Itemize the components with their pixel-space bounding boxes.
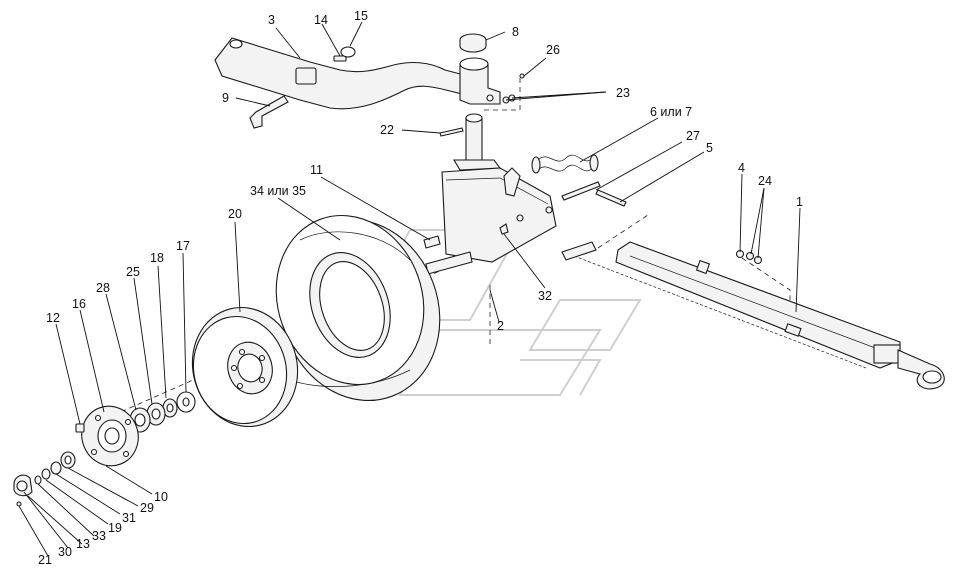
callout-28: 28 bbox=[96, 281, 110, 295]
wheel-rim-part bbox=[191, 306, 299, 428]
pin-part bbox=[249, 95, 289, 129]
upper-sleeve bbox=[459, 57, 501, 105]
callout-15: 15 bbox=[354, 9, 368, 23]
callout-23: 23 bbox=[616, 86, 630, 100]
callout-6-or-7: 6 или 7 bbox=[650, 105, 692, 119]
callout-19: 19 bbox=[108, 521, 122, 535]
callout-11: 11 bbox=[310, 163, 323, 177]
callout-33: 33 bbox=[92, 529, 106, 543]
assembly-axis-lines bbox=[79, 78, 791, 431]
callout-12: 12 bbox=[46, 311, 60, 325]
leader-lines bbox=[18, 21, 801, 557]
callout-34-or-35: 34 или 35 bbox=[250, 184, 306, 198]
callout-14: 14 bbox=[314, 13, 328, 27]
callout-4: 4 bbox=[738, 161, 745, 175]
callout-22: 22 bbox=[380, 123, 394, 137]
callout-20: 20 bbox=[228, 207, 242, 221]
callout-29: 29 bbox=[140, 501, 154, 515]
callout-27: 27 bbox=[686, 129, 700, 143]
tire-part bbox=[275, 214, 441, 402]
wheel-hub-part bbox=[81, 405, 139, 467]
callout-labels: 3 14 15 8 26 9 23 22 6 или 7 27 5 11 34 … bbox=[38, 9, 803, 567]
callout-8: 8 bbox=[512, 25, 519, 39]
callout-26: 26 bbox=[546, 43, 560, 57]
callout-1: 1 bbox=[796, 195, 803, 209]
callout-10: 10 bbox=[154, 490, 168, 504]
callout-25: 25 bbox=[126, 265, 140, 279]
cap-part bbox=[459, 33, 487, 53]
callout-9: 9 bbox=[222, 91, 229, 105]
callout-18: 18 bbox=[150, 251, 164, 265]
pins-27-5 bbox=[561, 181, 627, 207]
callout-3: 3 bbox=[268, 13, 275, 27]
wheel-fork-frame bbox=[423, 113, 557, 275]
callout-5: 5 bbox=[706, 141, 713, 155]
hub-small-parts bbox=[13, 423, 85, 507]
spring-part bbox=[531, 154, 599, 174]
drawbar-part bbox=[561, 241, 945, 390]
callout-32: 32 bbox=[538, 289, 552, 303]
callout-17: 17 bbox=[176, 239, 190, 253]
callout-31: 31 bbox=[122, 511, 136, 525]
callout-13: 13 bbox=[76, 537, 90, 551]
callout-21: 21 bbox=[38, 553, 52, 567]
small-bolt-and-ring bbox=[333, 46, 356, 62]
callout-2: 2 bbox=[497, 319, 504, 333]
callout-24: 24 bbox=[758, 174, 772, 188]
callout-30: 30 bbox=[58, 545, 72, 559]
callout-16: 16 bbox=[72, 297, 86, 311]
bearing-stack bbox=[129, 391, 196, 433]
